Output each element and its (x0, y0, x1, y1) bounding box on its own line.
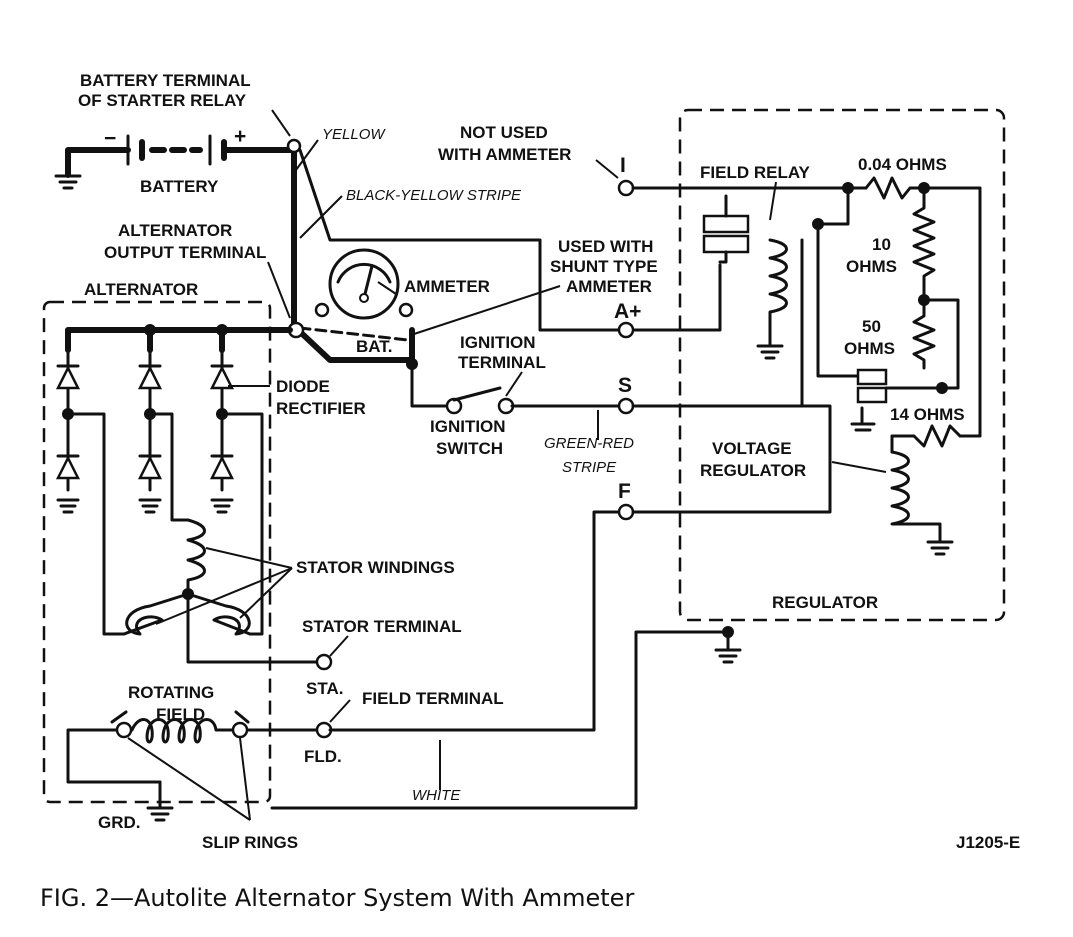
label-white: WHITE (412, 787, 461, 804)
figure-id: J1205-E (956, 833, 1020, 852)
label-diode-1: DIODE (276, 377, 330, 396)
label-ohms-50-2: OHMS (844, 339, 895, 358)
label-ohms-004: 0.04 OHMS (858, 155, 947, 174)
regulator-terminal-s (617, 397, 635, 415)
label-stator-windings: STATOR WINDINGS (296, 558, 455, 577)
battery-symbol: − + (65, 125, 297, 178)
label-alt-output-1: ALTERNATOR (118, 221, 232, 240)
starter-relay-terminal (286, 138, 302, 154)
label-ignition-terminal-2: TERMINAL (458, 353, 546, 372)
regulator-terminal-i (617, 179, 635, 197)
label-rotating-2: FIELD (156, 705, 205, 724)
label-not-used-1: NOT USED (460, 123, 548, 142)
label-battery: BATTERY (140, 177, 219, 196)
stator-terminal (315, 653, 333, 671)
label-ignition-switch-1: IGNITION (430, 417, 506, 436)
label-ignition-switch-2: SWITCH (436, 439, 503, 458)
label-term-s: S (618, 374, 632, 397)
label-battery-terminal-1: BATTERY TERMINAL (80, 71, 251, 90)
label-bat: BAT. (356, 337, 393, 356)
diode-rectifier (55, 348, 235, 514)
label-voltage-reg-1: VOLTAGE (712, 439, 792, 458)
labels: BATTERY TERMINAL OF STARTER RELAY YELLOW… (40, 71, 1020, 912)
label-ohms-50-1: 50 (862, 317, 881, 336)
label-regulator: REGULATOR (772, 593, 878, 612)
leader-arrows (127, 109, 887, 821)
label-slip-rings: SLIP RINGS (202, 833, 298, 852)
label-green-red-2: STRIPE (562, 459, 617, 476)
svg-text:−: − (104, 127, 116, 150)
label-green-red-1: GREEN-RED (544, 435, 634, 452)
label-stator-terminal: STATOR TERMINAL (302, 617, 462, 636)
label-ohms-14: 14 OHMS (890, 405, 965, 424)
label-diode-2: RECTIFIER (276, 399, 366, 418)
label-not-used-2: WITH AMMETER (438, 145, 571, 164)
svg-text:+: + (234, 125, 246, 148)
label-grd: GRD. (98, 813, 141, 832)
rotating-field (66, 710, 324, 784)
label-field-terminal: FIELD TERMINAL (362, 689, 504, 708)
label-term-f: F (618, 480, 631, 503)
label-sta: STA. (306, 679, 343, 698)
label-ohms-10-2: OHMS (846, 257, 897, 276)
label-alternator: ALTERNATOR (84, 280, 198, 299)
alternator-ground-icon (146, 780, 174, 822)
label-term-i: I (620, 154, 626, 177)
regulator-ground-icon (714, 626, 742, 664)
label-battery-terminal-2: OF STARTER RELAY (78, 91, 247, 110)
label-alt-output-2: OUTPUT TERMINAL (104, 243, 266, 262)
label-rotating-1: ROTATING (128, 683, 214, 702)
label-field-relay: FIELD RELAY (700, 163, 811, 182)
figure-caption: FIG. 2—Autolite Alternator System With A… (40, 884, 634, 912)
regulator-circuit (631, 176, 982, 556)
label-term-a: A+ (614, 300, 641, 323)
label-used-with-1: USED WITH (558, 237, 653, 256)
label-yellow: YELLOW (322, 126, 386, 143)
regulator-box (678, 108, 1006, 622)
battery-ground-icon (54, 174, 82, 190)
ammeter-gauge (314, 248, 414, 320)
label-black-yellow: BLACK-YELLOW STRIPE (346, 187, 522, 204)
label-ohms-10-1: 10 (872, 235, 891, 254)
regulator-terminal-a (617, 321, 635, 339)
label-used-with-2: SHUNT TYPE (550, 257, 658, 276)
alternator-box (42, 300, 272, 804)
label-ignition-terminal-1: IGNITION (460, 333, 536, 352)
label-used-with-3: AMMETER (566, 277, 652, 296)
stator-windings (66, 412, 324, 664)
label-ammeter: AMMETER (404, 277, 490, 296)
label-fld: FLD. (304, 747, 342, 766)
regulator-terminal-f (617, 503, 635, 521)
label-voltage-reg-2: REGULATOR (700, 461, 806, 480)
